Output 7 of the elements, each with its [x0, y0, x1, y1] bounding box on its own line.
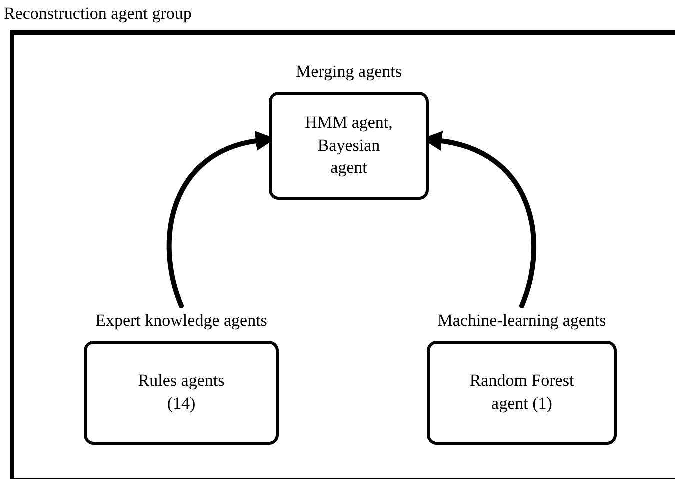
group-heading: Expert knowledge agents: [94, 311, 268, 331]
group-heading: Merging agents: [295, 62, 403, 82]
agent-box: Random Forest agent (1): [427, 341, 617, 445]
agent-box: Rules agents (14): [84, 341, 279, 445]
group-title: Reconstruction agent group: [4, 4, 192, 24]
group-heading: Machine-learning agents: [436, 311, 608, 331]
agent-box: HMM agent, Bayesian agent: [269, 92, 429, 200]
